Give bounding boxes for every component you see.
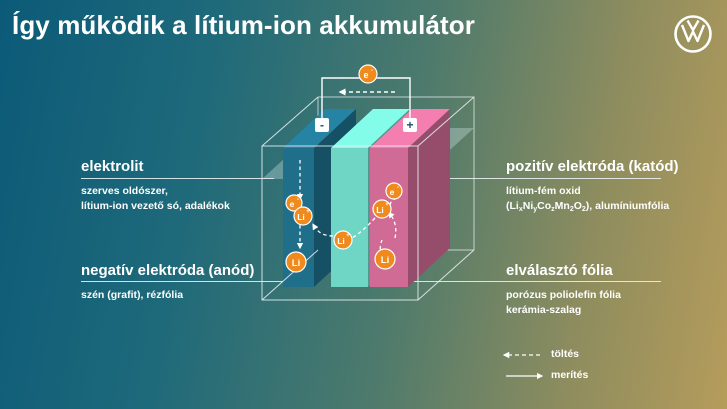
svg-text:+: + [406, 118, 413, 132]
electrolyte-heading: elektrolit [81, 158, 144, 175]
legend-charge-label: töltés [551, 348, 580, 360]
positive-electrode-leader-line [383, 178, 661, 179]
lithium-ion-particle-anode: Li + [293, 206, 313, 226]
separator-description: porózus poliolefin fólia kerámia-szalag [506, 288, 621, 318]
negative-electrode-heading: negatív elektróda (anód) [81, 262, 255, 279]
svg-text:-: - [371, 68, 373, 74]
ion-to-anode-arrow [312, 223, 334, 237]
svg-text:-: - [320, 118, 324, 132]
positive-terminal: + [403, 118, 417, 132]
lithium-ion-particle-separator: Li + [333, 230, 353, 250]
negative-terminal: - [315, 118, 329, 132]
volkswagen-logo-icon [674, 15, 712, 53]
electron-particle-top: e - [358, 64, 378, 84]
negative-electrode-description: szén (grafit), rézfólia [81, 289, 184, 301]
negative-electrode-leader-line [81, 281, 301, 282]
legend-discharge-label: merítés [551, 369, 589, 381]
svg-text:+: + [346, 233, 350, 239]
svg-text:-: - [297, 197, 299, 203]
svg-text:e: e [390, 187, 395, 197]
page-title: Így működik a lítium-ion akkumulátor [12, 10, 476, 40]
cell-housing-front [261, 96, 475, 301]
svg-text:Li: Li [381, 255, 389, 266]
cathode-to-ion-path [351, 217, 376, 239]
svg-text:Li: Li [337, 236, 345, 246]
electron-particle-anode: e - [285, 194, 303, 212]
svg-text:Li: Li [376, 205, 384, 215]
svg-text:Li: Li [292, 258, 300, 269]
separator-heading: elválasztó fólia [506, 262, 613, 279]
separator-leader-line [360, 281, 661, 282]
svg-text:e: e [290, 199, 295, 209]
lithium-particle-cathode: Li [374, 248, 396, 270]
positive-electrode-description: lítium-fém oxid (LixNiyCozMn2O2), alumín… [506, 184, 669, 217]
positive-electrode-heading: pozitív elektróda (katód) [506, 158, 679, 175]
svg-text:+: + [306, 209, 310, 215]
svg-text:+: + [385, 202, 389, 208]
separator-desc-line-1: porózus poliolefin fólia [506, 289, 621, 301]
svg-text:Li: Li [297, 212, 305, 222]
svg-text:e: e [363, 70, 368, 80]
svg-text:-: - [397, 185, 399, 191]
electron-particle-cathode: e - [385, 182, 403, 200]
positive-desc-line-1: lítium-fém oxid [506, 185, 581, 197]
lithium-particle-anode: Li [285, 251, 307, 273]
electrolyte-desc-line-1: szerves oldószer, [81, 185, 168, 197]
separator-desc-line-2: kerámia-szalag [506, 304, 582, 316]
electrolyte-description: szerves oldószer, lítium-ion vezető só, … [81, 184, 230, 214]
lithium-ion-particle-cathode: Li + [372, 199, 392, 219]
positive-desc-formula: (LixNiyCozMn2O2), alumíniumfólia [506, 200, 670, 213]
electrolyte-desc-line-2: lítium-ion vezető só, adalékok [81, 200, 230, 212]
electrolyte-leader-line [81, 178, 274, 179]
cathode-up-arrow [387, 211, 397, 239]
